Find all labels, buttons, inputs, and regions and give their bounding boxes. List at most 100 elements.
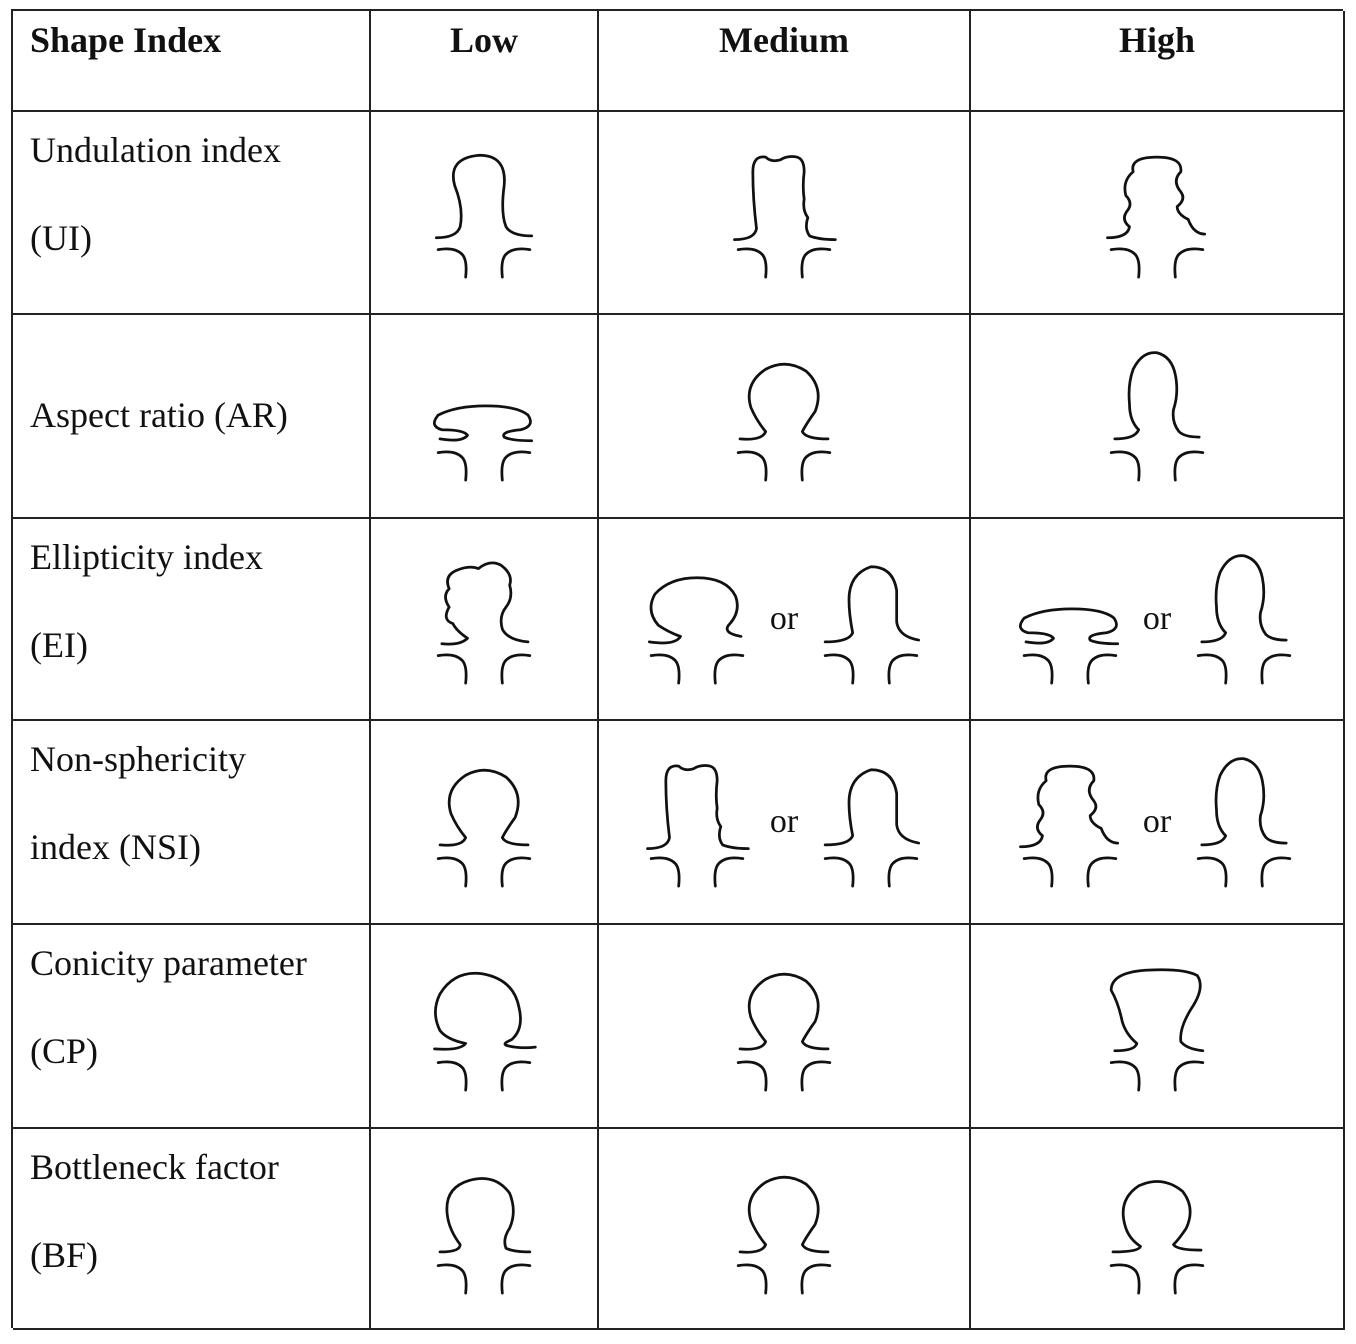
ar-medium-cell — [599, 315, 971, 519]
aneurysm-dome-outline — [738, 362, 830, 441]
parent-vessel-outline — [1196, 653, 1292, 685]
ei-low-cell — [371, 519, 599, 721]
cp-medium-cell — [599, 925, 971, 1129]
parent-vessel-outline — [436, 247, 532, 279]
parent-vessel-outline — [823, 653, 919, 685]
aneurysm-dome-outline — [438, 1176, 532, 1253]
row-label-line1: Conicity parameter — [30, 943, 307, 983]
aneurysm-shape-round — [736, 362, 832, 482]
nsi-high-cell: or — [971, 721, 1345, 925]
aneurysm-shape-tall-narrow — [1196, 757, 1292, 888]
aneurysm-shape-round — [736, 972, 832, 1092]
parent-vessel-outline — [436, 653, 532, 685]
row-label-line2: (EI) — [30, 625, 88, 665]
row-label-bf: Bottleneck factor (BF) — [13, 1129, 371, 1330]
aneurysm-shape-irregular-blob — [436, 561, 532, 685]
parent-vessel-outline — [1109, 247, 1205, 279]
row-label-line1: Aspect ratio (AR) — [30, 395, 288, 436]
ui-medium-cell — [599, 112, 971, 315]
parent-vessel-outline — [1109, 450, 1205, 482]
aneurysm-dome-outline — [1200, 554, 1288, 644]
ui-low-cell — [371, 112, 599, 315]
aneurysm-dome-outline — [645, 764, 750, 850]
header-high: High — [971, 11, 1345, 112]
row-label-line1: Bottleneck factor — [30, 1147, 279, 1187]
row-label-line2: index (NSI) — [30, 827, 201, 867]
parent-vessel-outline — [436, 1060, 532, 1092]
or-label: or — [769, 803, 799, 840]
nsi-low-cell — [371, 721, 599, 925]
header-medium: Medium — [599, 11, 971, 112]
row-label-ar: Aspect ratio (AR) — [13, 315, 371, 519]
aneurysm-shape-cone-wide-top — [1109, 968, 1205, 1092]
ei-high-cell: or — [971, 519, 1345, 721]
parent-vessel-outline — [436, 450, 532, 482]
parent-vessel-outline — [736, 450, 832, 482]
aneurysm-shape-smooth-tall — [434, 153, 534, 279]
nsi-medium-cell: or — [599, 721, 971, 925]
row-label-line2: (BF) — [30, 1235, 99, 1275]
aneurysm-dome-outline — [1111, 1179, 1203, 1253]
row-label-nsi: Non-sphericity index (NSI) — [13, 721, 371, 925]
row-label-ei: Ellipticity index (EI) — [13, 519, 371, 721]
parent-vessel-outline — [649, 856, 745, 888]
aneurysm-shape-round — [736, 1175, 832, 1295]
or-label: or — [1142, 600, 1172, 637]
aneurysm-dome-outline — [434, 153, 534, 239]
header-low: Low — [371, 11, 599, 112]
ui-high-cell — [971, 112, 1345, 315]
ei-medium-cell: or — [599, 519, 971, 721]
aneurysm-dome-outline — [823, 565, 921, 644]
aneurysm-shape-wide-flat — [1018, 607, 1119, 685]
aneurysm-dome-outline — [1113, 351, 1201, 441]
ar-high-cell — [971, 315, 1345, 519]
aneurysm-dome-outline — [738, 1175, 830, 1254]
aneurysm-shape-round-narrow-neck — [1109, 1179, 1205, 1295]
aneurysm-shape-wide-flat — [433, 404, 534, 482]
aneurysm-dome-outline — [433, 404, 534, 443]
aneurysm-shape-tall-round — [823, 565, 921, 685]
aneurysm-dome-outline — [1018, 607, 1119, 646]
parent-vessel-outline — [1022, 653, 1118, 685]
bf-medium-cell — [599, 1129, 971, 1330]
parent-vessel-outline — [1109, 1060, 1205, 1092]
aneurysm-shape-round — [436, 768, 532, 888]
aneurysm-dome-outline — [438, 768, 530, 847]
parent-vessel-outline — [736, 1263, 832, 1295]
row-label-cp: Conicity parameter (CP) — [13, 925, 371, 1129]
aneurysm-dome-outline — [647, 576, 743, 645]
bf-low-cell — [371, 1129, 599, 1330]
parent-vessel-outline — [736, 247, 832, 279]
aneurysm-dome-outline — [738, 972, 830, 1051]
aneurysm-dome-outline — [433, 971, 537, 1051]
cp-low-cell — [371, 925, 599, 1129]
shape-index-table: Shape Index Low Medium High Undulation i… — [11, 9, 1345, 1330]
aneurysm-dome-outline — [1200, 757, 1288, 847]
aneurysm-shape-tall-narrow — [1196, 554, 1292, 685]
row-label-ui: Undulation index (UI) — [13, 112, 371, 315]
aneurysm-dome-outline — [733, 154, 837, 241]
row-label-line2: (CP) — [30, 1031, 99, 1071]
or-label: or — [1142, 803, 1172, 840]
row-label-line2: (UI) — [30, 218, 92, 258]
parent-vessel-outline — [436, 1263, 532, 1295]
aneurysm-shape-tall-round — [823, 768, 921, 888]
aneurysm-dome-outline — [1109, 968, 1205, 1053]
aneurysm-shape-top-heavy-round — [433, 971, 537, 1092]
or-label: or — [769, 600, 799, 637]
parent-vessel-outline — [823, 856, 919, 888]
aneurysm-shape-tall-narrow — [1109, 351, 1205, 482]
aneurysm-shape-wavy-top-tall — [645, 764, 750, 888]
parent-vessel-outline — [436, 856, 532, 888]
parent-vessel-outline — [1109, 1263, 1205, 1295]
aneurysm-dome-outline — [1106, 155, 1207, 239]
cp-high-cell — [971, 925, 1345, 1129]
aneurysm-shape-round-wide-neck — [436, 1176, 532, 1295]
aneurysm-dome-outline — [440, 561, 530, 646]
parent-vessel-outline — [736, 1060, 832, 1092]
bf-high-cell — [971, 1129, 1345, 1330]
parent-vessel-outline — [1022, 856, 1118, 888]
parent-vessel-outline — [649, 653, 745, 685]
row-label-line1: Undulation index — [30, 130, 281, 170]
parent-vessel-outline — [1196, 856, 1292, 888]
